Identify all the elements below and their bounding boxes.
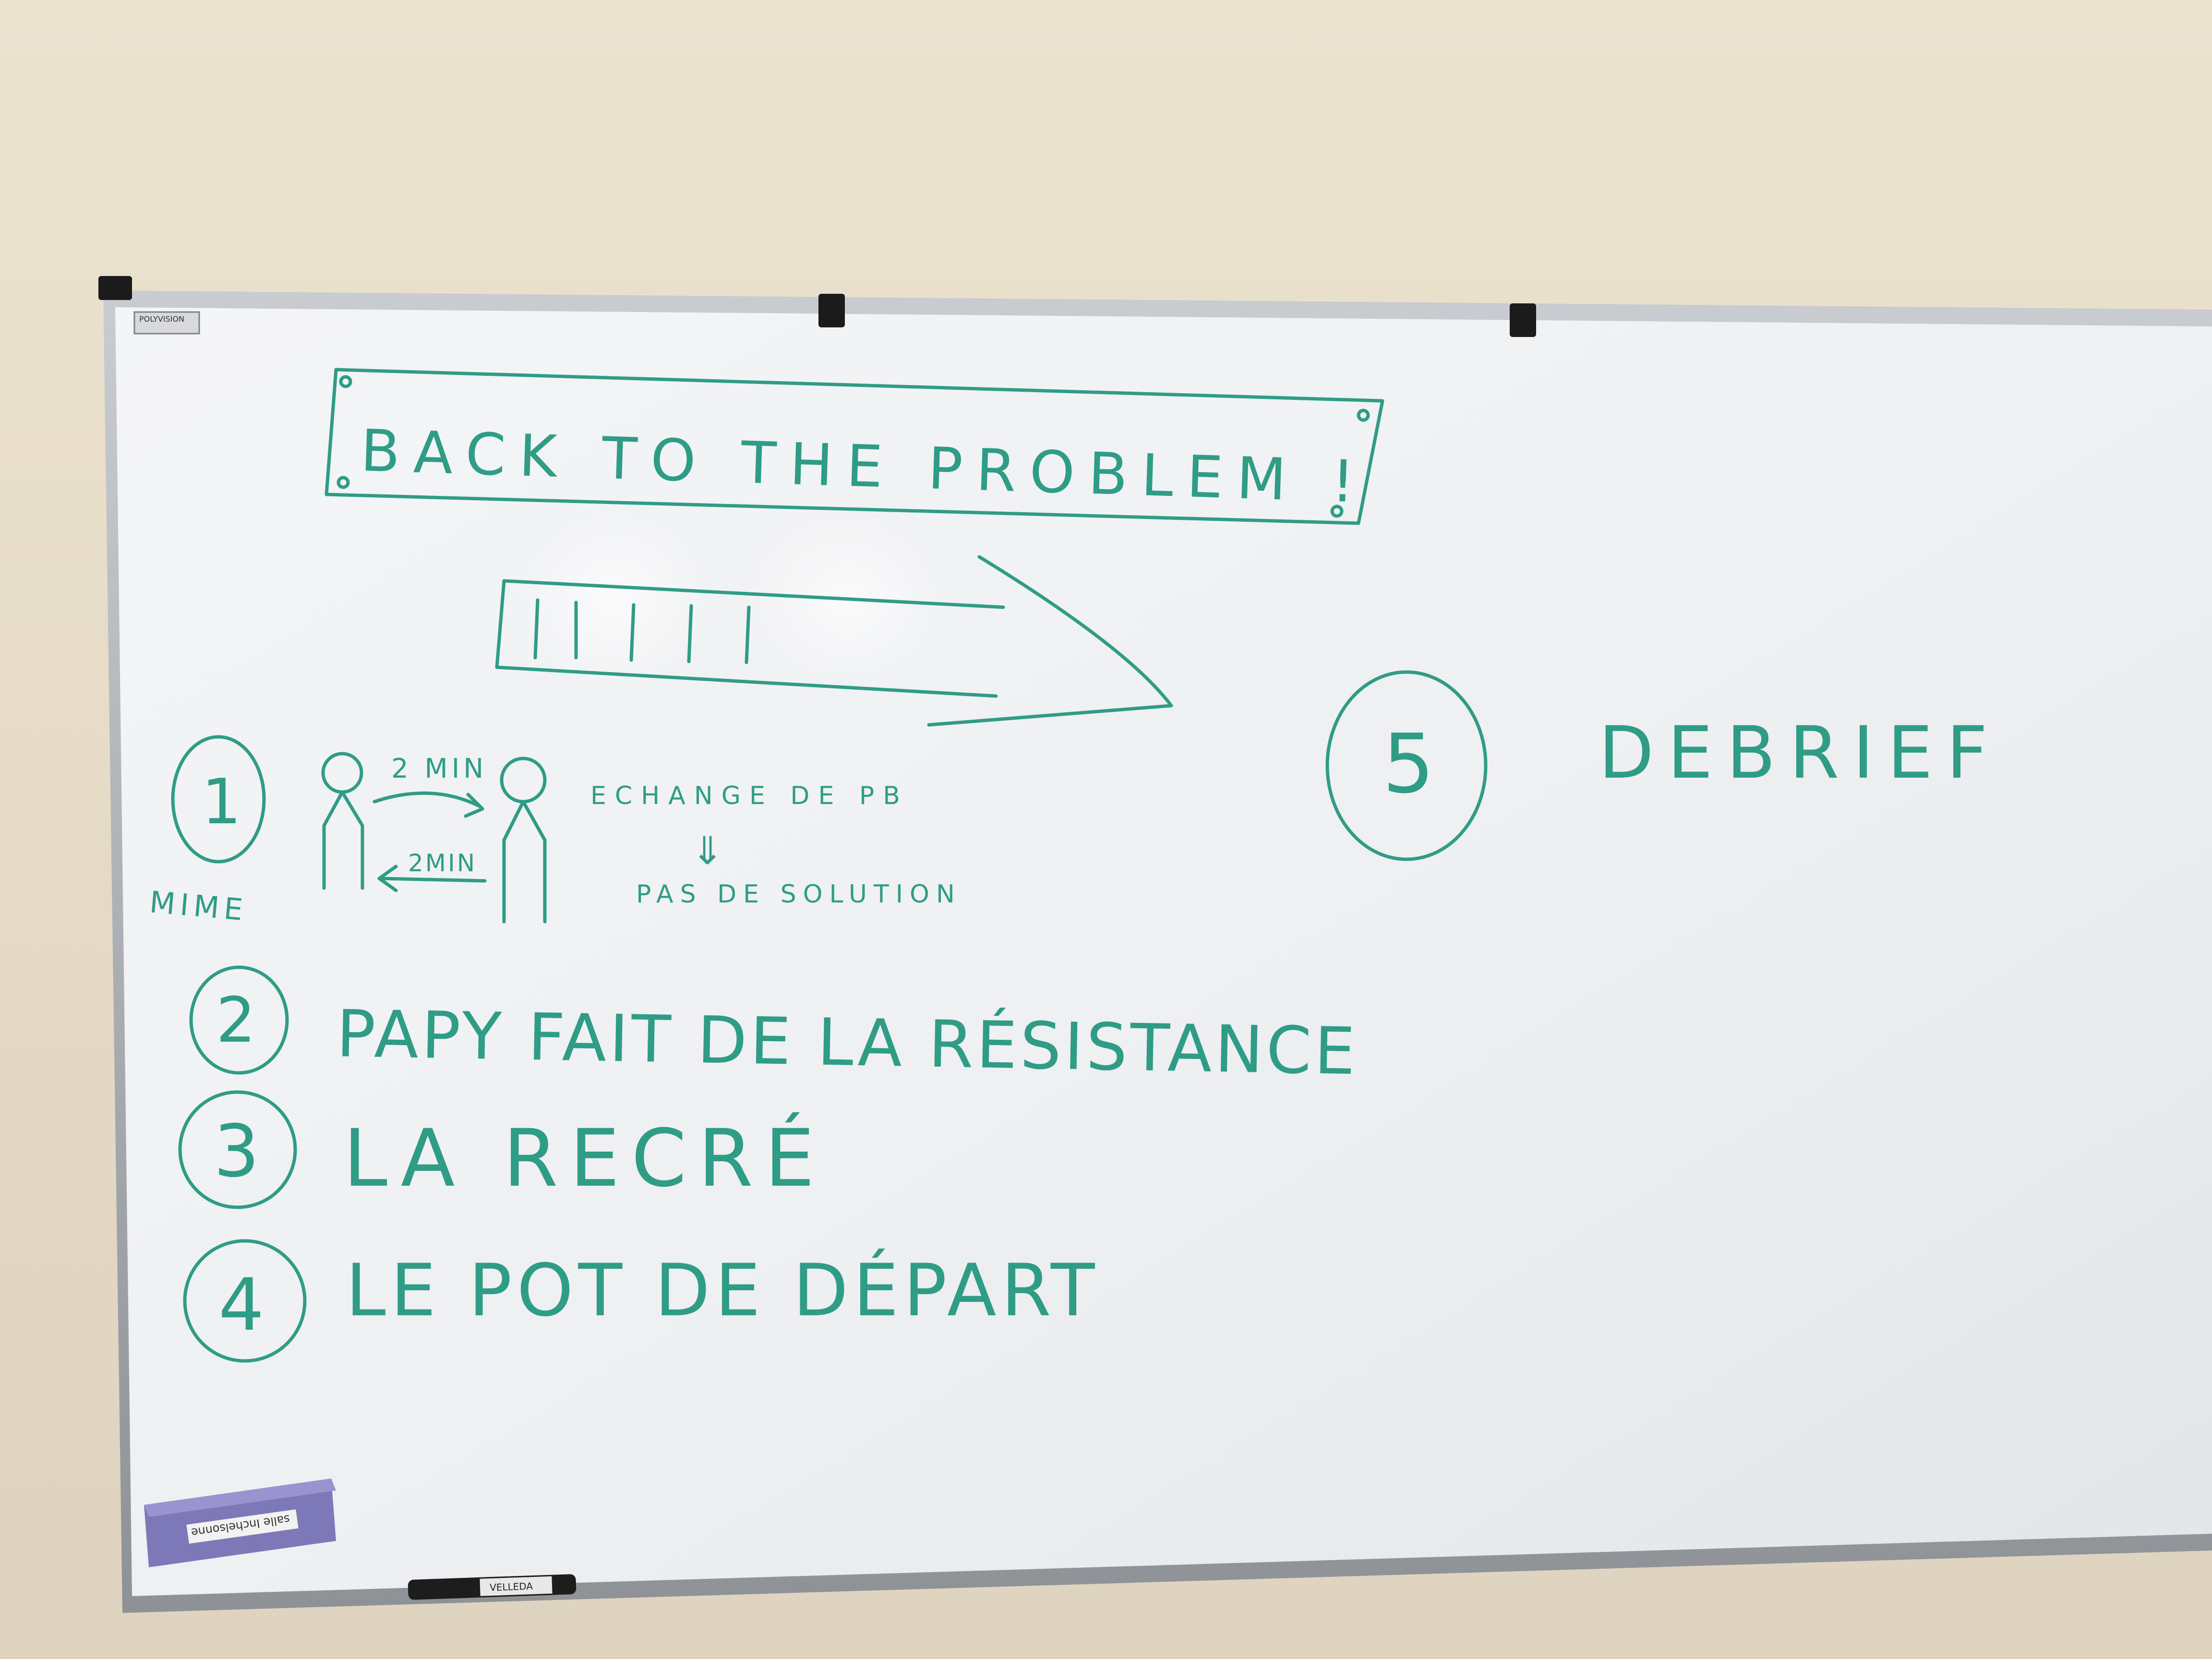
step4-label: LE POT DE DÉPART <box>346 1249 1100 1333</box>
step3-circle <box>178 1090 297 1209</box>
step2-number: 2 <box>216 984 256 1057</box>
step2-label: PAPY FAIT DE LA RÉSISTANCE <box>336 996 1358 1089</box>
exchange-time-bottom: 2MIN <box>408 849 477 877</box>
exchange-arrow-right <box>373 791 484 818</box>
step4-circle <box>183 1239 307 1363</box>
step1-circle <box>171 735 266 864</box>
exchange-time-top: 2 MIN <box>391 753 487 784</box>
stick-figure-body <box>502 800 547 924</box>
ink-drawings <box>171 368 1488 1363</box>
step4-number: 4 <box>218 1263 264 1347</box>
step5-number: 5 <box>1382 717 1434 812</box>
glare-reflection <box>518 509 710 691</box>
board-marker: VELLEDA <box>408 1574 577 1600</box>
step1-note-arrow: ⇓ <box>691 829 723 873</box>
step1-note: ECHANGE DE PB <box>590 781 909 810</box>
step1-note-result: PAS DE SOLUTION <box>636 880 962 909</box>
exchange-arrow-left <box>377 865 487 892</box>
step5-label: DEBRIEF <box>1599 711 2001 795</box>
board-clip <box>818 294 845 327</box>
step3-label: LA RECRÉ <box>343 1112 826 1204</box>
board-clip <box>98 276 132 300</box>
step2-circle <box>189 965 289 1075</box>
step1-number: 1 <box>202 765 255 838</box>
marker-label: VELLEDA <box>490 1580 533 1593</box>
board-clip <box>1510 303 1536 337</box>
step3-number: 3 <box>214 1110 259 1193</box>
step1-caption: MIME <box>148 884 249 928</box>
board-eraser: salle Inchelsonne <box>144 1479 336 1567</box>
title-box <box>325 368 1384 525</box>
brand-label: POLYVISION <box>139 314 184 324</box>
stick-figure-body <box>322 790 364 890</box>
big-arrow <box>495 555 1173 727</box>
step5-circle <box>1325 670 1488 861</box>
brand-plate <box>133 311 200 335</box>
